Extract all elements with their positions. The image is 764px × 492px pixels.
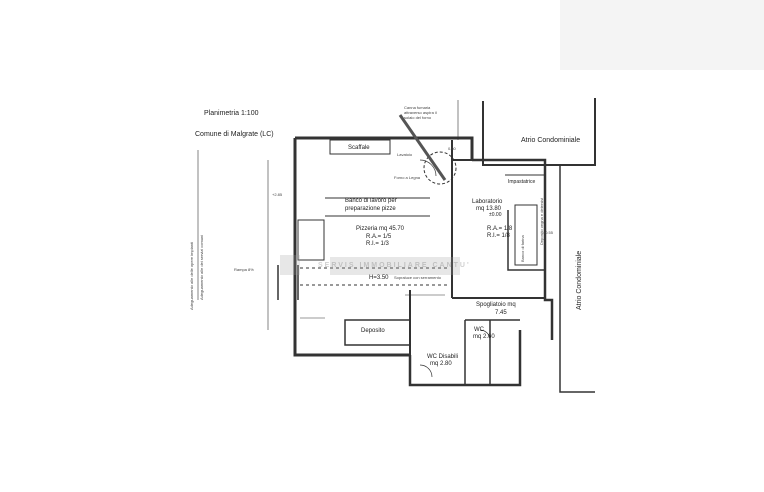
banco-farina-label: Banco di farina <box>520 235 525 262</box>
wc-disabili-area: mq 2.80 <box>430 361 452 367</box>
deposito-vert-label: Deposito vegna e detersivi <box>539 197 544 245</box>
room-atrio-top: Atrio Condominiale <box>521 137 581 144</box>
quota-left: +2.85 <box>272 192 283 197</box>
pizzeria-ra: R.A.= 1/5 <box>366 234 392 240</box>
lavatoio-label: Lavatoio <box>397 152 413 157</box>
height-350: H=3.50 <box>369 275 389 281</box>
room-laboratorio: Laboratorio <box>472 199 503 205</box>
pizzeria-ri: R.I.= 1/3 <box>366 241 389 247</box>
level-060: 0.60 <box>448 146 456 151</box>
room-wc-disabili: WC Disabili <box>427 354 459 360</box>
laboratorio-area: mq 13.80 <box>476 206 502 212</box>
left-note-1: Adeguamento alle delle opere impianti <box>189 241 194 310</box>
forno-label: Forno a Legna <box>394 175 421 180</box>
room-pizzeria: Pizzeria mq 45.70 <box>356 226 405 232</box>
laboratorio-ri: R.I.= 1/8 <box>487 233 510 239</box>
spogliatoio-area: 7.45 <box>495 310 507 316</box>
plan-title: Planimetria 1:100 <box>204 110 259 117</box>
cappa-note: Canna fumaria <box>404 105 431 110</box>
bench-label-1: Banco di lavoro per <box>345 198 397 204</box>
rampa-label: Rampa 8% <box>234 267 254 272</box>
impastatrice-label: Impastatrice <box>508 179 536 185</box>
laboratorio-level: ±0.00 <box>489 212 502 218</box>
cappa-note-2: attraverso aspira il <box>404 110 437 115</box>
sopraluce-label: Sopraluce con serramento <box>394 275 441 280</box>
deposito-level: ±0.55 <box>543 230 553 235</box>
room-spogliatoio: Spogliatoio mq <box>476 302 516 308</box>
laboratorio-ra: R.A.= 1/8 <box>487 226 513 232</box>
room-scaffale: Scaffale <box>348 145 370 151</box>
room-wc: WC <box>474 327 484 333</box>
plan-location: Comune di Malgrate (LC) <box>195 131 274 138</box>
watermark: SERVIS IMMOBILIARE CANTU' <box>318 262 471 269</box>
room-deposito: Deposito <box>361 328 385 334</box>
cappa-note-3: solaio del forno <box>404 115 432 120</box>
wc-area: mq 2.60 <box>473 334 495 340</box>
room-atrio-right: Atrio Condominiale <box>576 250 583 310</box>
left-note-2: Adeguamento alle dei servizi comuni <box>199 234 204 300</box>
bench-label-2: preparazione pizze <box>345 206 396 212</box>
